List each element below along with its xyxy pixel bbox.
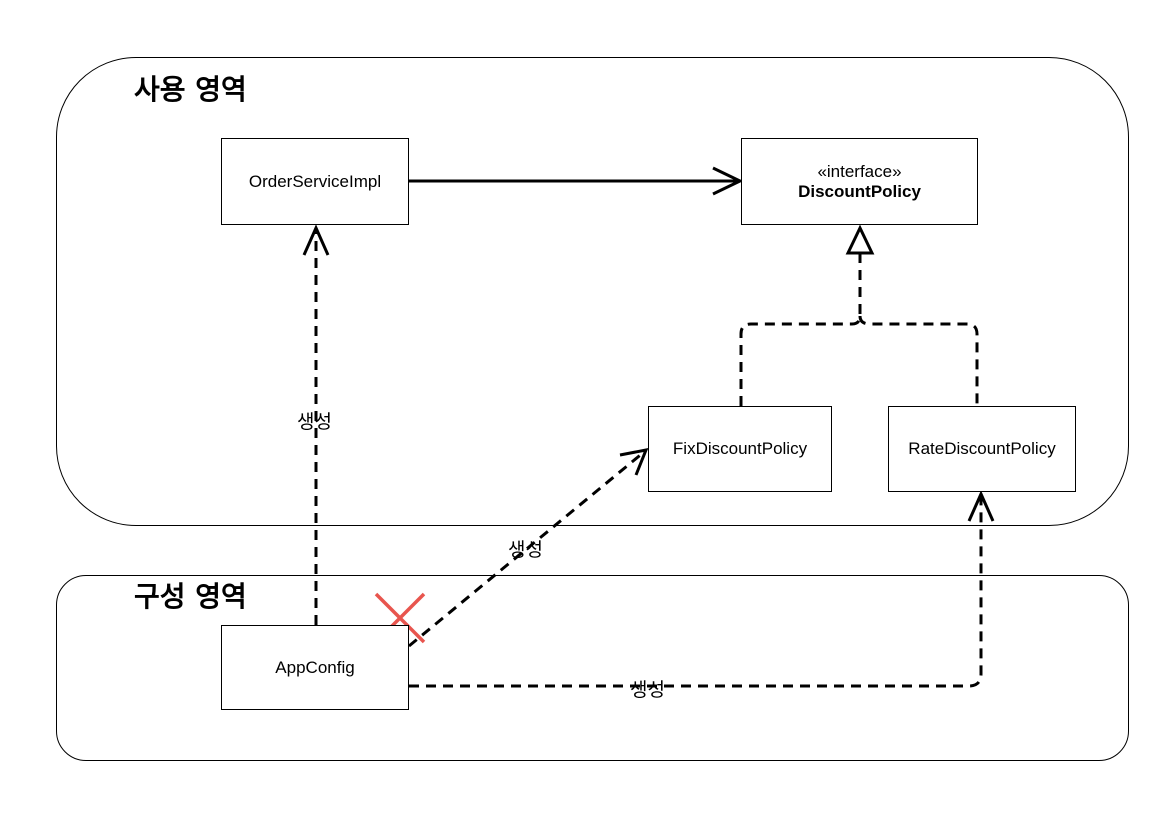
association-arrow bbox=[409, 166, 744, 196]
discount-policy-node: «interface» DiscountPolicy bbox=[741, 138, 978, 225]
create-rate-arrow bbox=[409, 490, 995, 688]
fix-discount-policy-label: FixDiscountPolicy bbox=[672, 439, 808, 458]
order-service-impl-label: OrderServiceImpl bbox=[248, 171, 382, 191]
usage-region-title: 사용 영역 bbox=[134, 73, 247, 106]
app-config-label: AppConfig bbox=[275, 657, 355, 677]
create-rate-label: 생성 bbox=[630, 679, 665, 701]
config-region bbox=[56, 575, 1129, 761]
create-order-arrow bbox=[302, 224, 330, 625]
realization-arrow bbox=[739, 224, 979, 406]
usage-region bbox=[56, 57, 1129, 526]
app-config-node: AppConfig bbox=[221, 625, 409, 710]
fix-discount-policy-node: FixDiscountPolicy bbox=[648, 406, 832, 492]
create-fix-label: 생성 bbox=[508, 539, 543, 561]
rate-discount-policy-node: RateDiscountPolicy bbox=[888, 406, 1076, 492]
order-service-impl-node: OrderServiceImpl bbox=[221, 138, 409, 225]
create-order-label: 생성 bbox=[297, 411, 332, 433]
rate-discount-policy-label: RateDiscountPolicy bbox=[908, 439, 1056, 458]
discount-policy-label: DiscountPolicy bbox=[798, 181, 921, 201]
config-region-title: 구성 영역 bbox=[134, 580, 247, 613]
interface-stereotype: «interface» bbox=[817, 161, 902, 181]
create-fix-arrow bbox=[408, 448, 649, 648]
